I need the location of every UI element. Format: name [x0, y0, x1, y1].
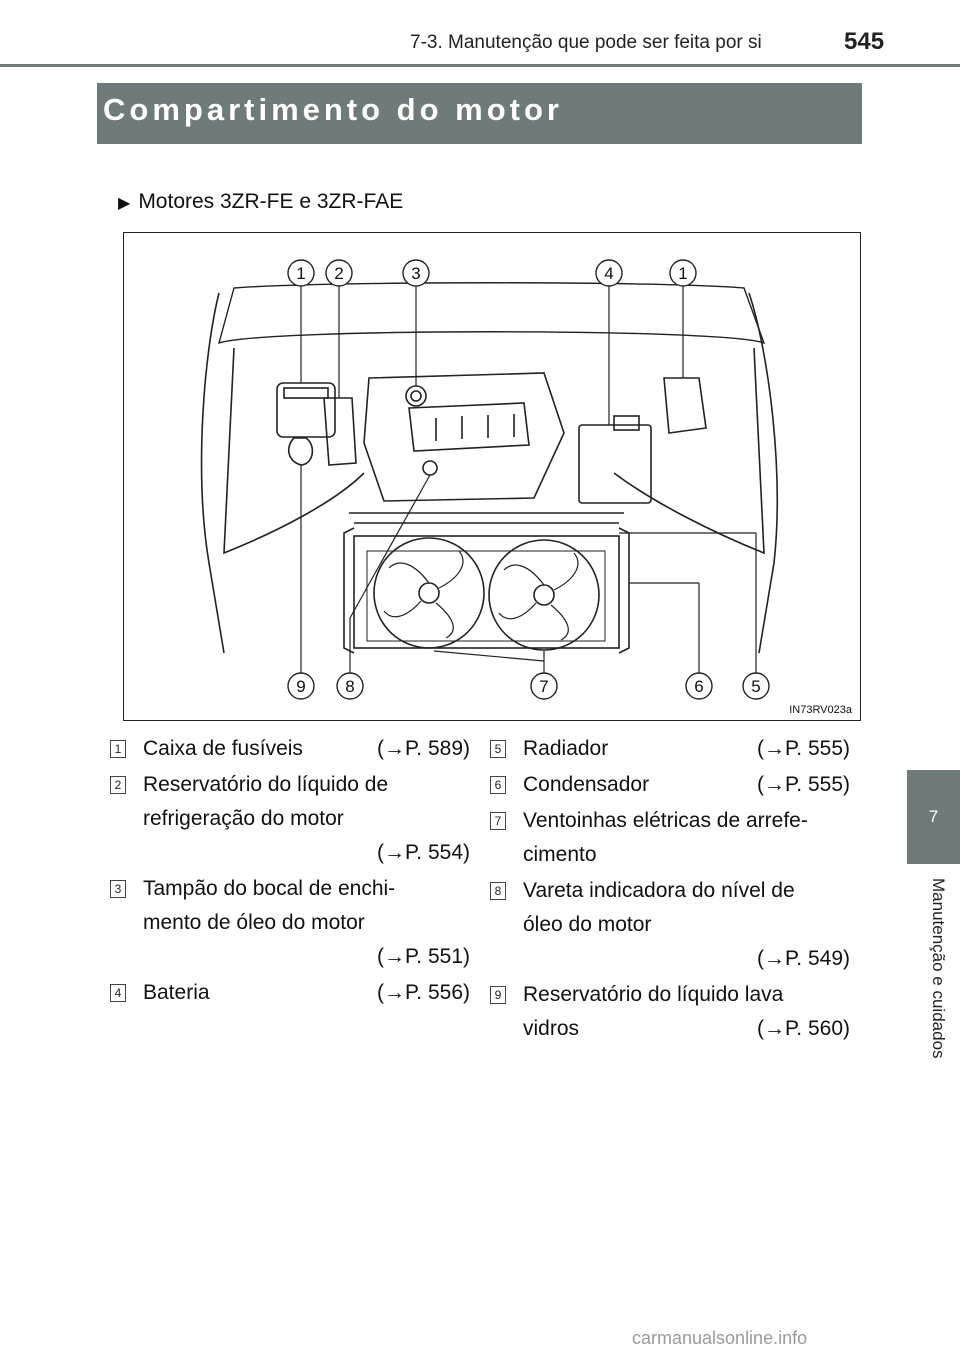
chapter-caption: Manutenção e cuidados	[929, 878, 948, 1059]
page-number: 545	[844, 28, 885, 55]
engine-illustration: 1 2 3 4 1 9 8 7 6 5	[200, 259, 778, 700]
callout-bottom-4-label: 6	[694, 677, 703, 696]
legend-number-badge: 2	[110, 776, 126, 794]
chapter-tab[interactable]: 7	[907, 770, 960, 864]
legend-item: 4 Bateria (→P. 556)	[110, 976, 470, 1010]
legend-text: Caixa de fusíveis	[143, 737, 303, 760]
legend-number-badge: 5	[490, 740, 506, 758]
title-bar	[97, 83, 862, 144]
legend-right: 5 Radiador (→P. 555) 6 Condensador (→P. 555) 7…	[490, 732, 850, 1048]
cooling-fan-right	[488, 539, 600, 651]
legend-text: Condensador	[523, 773, 650, 796]
fuse-box	[276, 382, 336, 438]
legend-number-badge: 1	[110, 740, 126, 758]
cooling-fan-left	[373, 537, 485, 649]
callout-top-3-label: 3	[411, 264, 420, 283]
page-reference-link[interactable]: (→P. 551)	[377, 945, 470, 968]
page-reference-link[interactable]: (→P. 549)	[757, 947, 850, 970]
legend-item: 1 Caixa de fusíveis (→P. 589)	[110, 732, 470, 766]
section-header: 7-3. Manutenção que pode ser feita por s…	[410, 32, 762, 53]
fender-right	[748, 292, 778, 654]
figure-code: IN73RV023a	[789, 704, 852, 716]
callout-top-3	[402, 259, 430, 287]
legend-item: 9 Reservatório do líquido lava vidros (→P. …	[490, 978, 850, 1046]
legend-item: 2 Reservatório do líquido de refrigeração …	[110, 768, 470, 870]
callout-top-2-label: 2	[334, 264, 343, 283]
legend-text: Radiador	[523, 737, 609, 760]
legend-text: Reservatório do líquido de	[143, 773, 389, 796]
legend-item: 5 Radiador (→P. 555)	[490, 732, 850, 766]
callout-bottom-1	[287, 672, 315, 700]
legend-text: refrigeração do motor	[143, 807, 344, 830]
legend-item: 6 Condensador (→P. 555)	[490, 768, 850, 802]
callout-top-1	[287, 259, 315, 287]
callout-bottom-1-label: 9	[296, 677, 305, 696]
page-reference-link[interactable]: (→P. 560)	[757, 1017, 850, 1040]
coolant-reservoir	[323, 397, 357, 466]
fender-left	[200, 292, 225, 654]
radiator	[353, 535, 620, 649]
engine-cover	[363, 372, 565, 502]
battery	[578, 424, 652, 504]
legend-text: Vareta indicadora do nível de	[523, 879, 795, 902]
header-rule	[0, 64, 960, 67]
subheading: ▶ Motores 3ZR-FE e 3ZR-FAE	[118, 190, 403, 214]
engine-figure: 1 2 3 4 1 9 8 7 6 5 IN73RV023a	[123, 232, 861, 721]
legend-text: Ventoinhas elétricas de arrefe-	[523, 809, 808, 832]
callout-top-4-label: 4	[604, 264, 613, 283]
page-title: Compartimento do motor	[103, 92, 563, 127]
callout-bottom-2	[336, 672, 364, 700]
legend-number-badge: 3	[110, 880, 126, 898]
callout-top-2	[325, 259, 353, 287]
legend-number-badge: 8	[490, 882, 506, 900]
callout-bottom-5-label: 5	[751, 677, 760, 696]
callout-bottom-2-label: 8	[345, 677, 354, 696]
legend-text: mento de óleo do motor	[143, 911, 365, 934]
oil-filler-cap	[405, 385, 427, 407]
callout-bottom-3-label: 7	[539, 677, 548, 696]
legend-item: 8 Vareta indicadora do nível de óleo do mo…	[490, 874, 850, 976]
legend-text: Tampão do bocal de enchi-	[143, 877, 396, 900]
page-reference-link[interactable]: (→P. 555)	[757, 737, 850, 760]
callout-bottom-3	[530, 672, 558, 700]
callout-top-4	[595, 259, 623, 287]
callout-top-5	[669, 259, 697, 287]
legend-item: 3 Tampão do bocal de enchi-mento de óleo …	[110, 872, 470, 974]
callout-top-1-label: 1	[296, 264, 305, 283]
washer-reservoir	[287, 437, 314, 466]
callout-bottom-5	[742, 672, 770, 700]
legend-text: Reservatório do líquido lava	[523, 983, 784, 1006]
subheading-text: Motores 3ZR-FE e 3ZR-FAE	[138, 190, 404, 213]
callout-top-5-label: 1	[678, 264, 687, 283]
page-reference-link[interactable]: (→P. 554)	[377, 841, 470, 864]
watermark: carmanualsonline.info	[632, 1328, 808, 1348]
callout-bottom-4	[685, 672, 713, 700]
legend-number-badge: 9	[490, 986, 506, 1004]
legend-left: 1 Caixa de fusíveis (→P. 589) 2 Reservatório…	[110, 732, 470, 1012]
dipstick-handle	[422, 460, 438, 476]
legend-text: vidros	[523, 1017, 580, 1040]
legend-number-badge: 6	[490, 776, 506, 794]
condenser	[618, 527, 630, 654]
legend-number-badge: 7	[490, 812, 506, 830]
triangle-bullet-icon: ▶	[118, 195, 131, 212]
page-reference-link[interactable]: (→P. 589)	[377, 737, 470, 760]
legend-text: cimento	[523, 843, 597, 866]
legend-text: óleo do motor	[523, 913, 652, 936]
page-reference-link[interactable]: (→P. 555)	[757, 773, 850, 796]
legend-number-badge: 4	[110, 984, 126, 1002]
legend-text: Bateria	[143, 981, 210, 1004]
page-reference-link[interactable]: (→P. 556)	[377, 981, 470, 1004]
chapter-number: 7	[928, 807, 939, 826]
legend-item: 7 Ventoinhas elétricas de arrefe-cimento	[490, 804, 850, 872]
